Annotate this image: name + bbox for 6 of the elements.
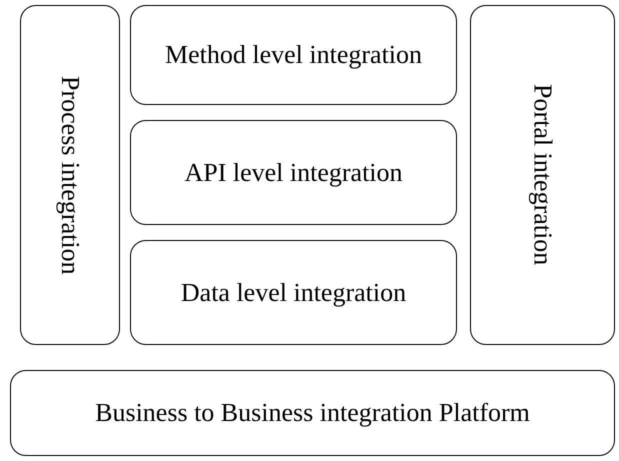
data-box: Data level integration xyxy=(130,240,457,345)
platform-box: Business to Business integration Platform xyxy=(10,370,615,456)
method-box: Method level integration xyxy=(130,5,457,105)
process-band: Process integration xyxy=(20,5,120,345)
portal-band: Portal integration xyxy=(470,5,615,345)
api-box: API level integration xyxy=(130,120,457,225)
